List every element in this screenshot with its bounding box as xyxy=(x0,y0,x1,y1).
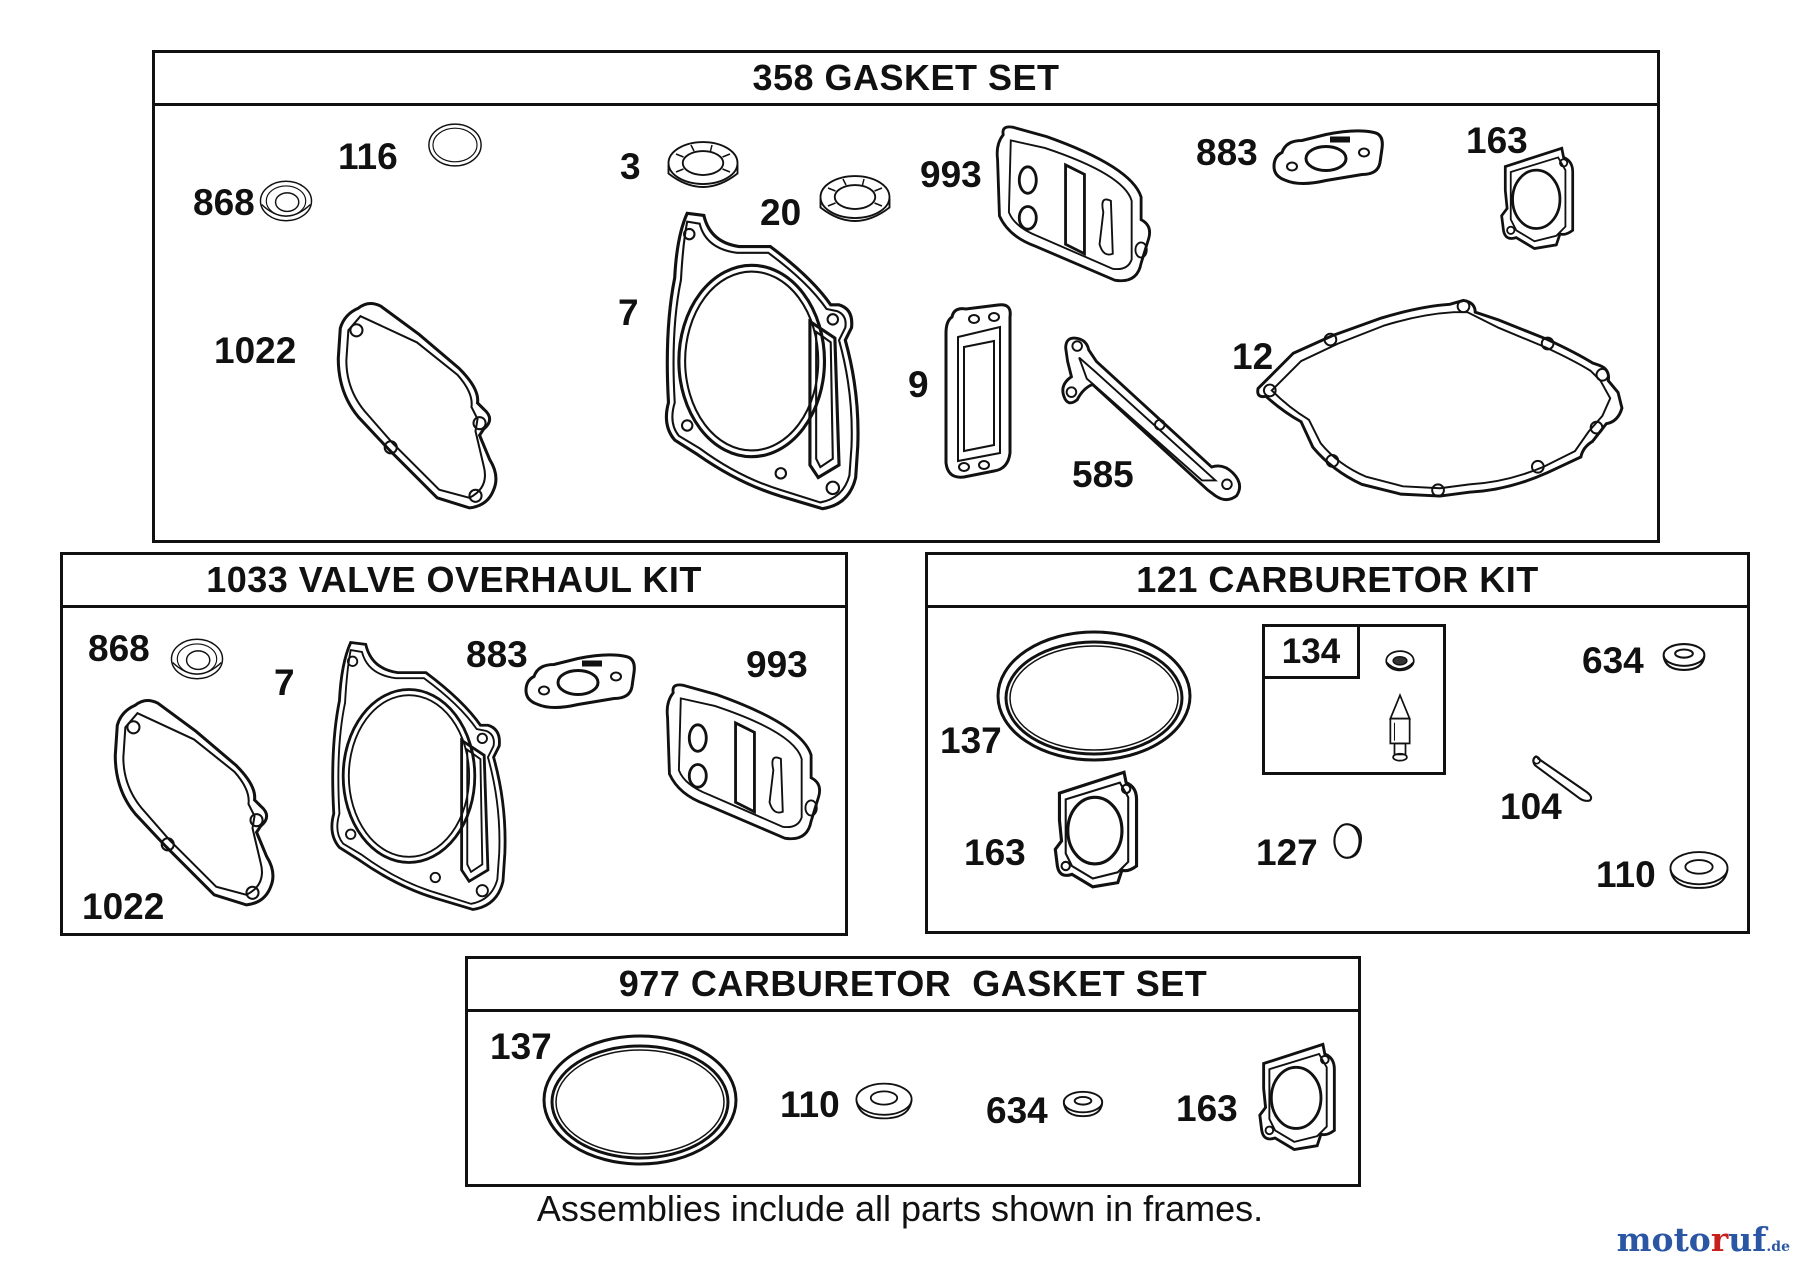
callout-7: 7 xyxy=(274,662,295,703)
frame-title-gasket-set: 358 GASKET SET xyxy=(155,53,1657,106)
callout-163: 163 xyxy=(1176,1088,1238,1129)
watermark-tld: .de xyxy=(1766,1239,1790,1255)
watermark-letters: r xyxy=(1710,1220,1729,1259)
part-1022-rocker-cover-icon xyxy=(318,298,520,520)
part-883-spacer-icon xyxy=(518,646,638,721)
callout-634: 634 xyxy=(986,1090,1048,1131)
callout-993: 993 xyxy=(746,644,808,685)
part-inlet-needle-icon xyxy=(1377,647,1423,771)
part-110-washer-icon xyxy=(852,1080,916,1122)
callout-1022: 1022 xyxy=(82,886,165,927)
part-883-spacer-icon xyxy=(1266,122,1386,197)
part-127-plug-icon xyxy=(1326,820,1368,862)
callout-104: 104 xyxy=(1500,786,1562,827)
callout-585: 585 xyxy=(1072,454,1134,495)
subframe-134-inlet-needle-kit: 134 xyxy=(1262,624,1446,775)
part-993-breather-icon xyxy=(660,672,830,857)
frame-gasket-set: 358 GASKET SET xyxy=(152,50,1660,543)
callout-634: 634 xyxy=(1582,640,1644,681)
callout-883: 883 xyxy=(466,634,528,675)
watermark-name: motoruf xyxy=(1617,1220,1767,1259)
callout-110: 110 xyxy=(1596,854,1656,895)
part-7-head-gasket-icon xyxy=(650,205,870,517)
watermark-logo: motoruf.de xyxy=(1617,1220,1790,1259)
part-868-seal-icon xyxy=(245,172,327,230)
part-137-oring-icon xyxy=(994,626,1194,766)
part-3-seal-icon xyxy=(660,136,746,196)
frame-title-carburetor-kit: 121 CARBURETOR KIT xyxy=(928,555,1747,608)
frame-title-valve-overhaul-kit: 1033 VALVE OVERHAUL KIT xyxy=(63,555,845,608)
watermark-letters: moto xyxy=(1616,1220,1711,1259)
part-1022-rocker-cover-icon xyxy=(88,695,304,917)
part-7-head-gasket-icon xyxy=(314,635,519,917)
callout-137: 137 xyxy=(940,720,1002,761)
callout-9: 9 xyxy=(908,364,929,405)
part-634-washer-icon xyxy=(1060,1088,1106,1120)
callout-883: 883 xyxy=(1196,132,1258,173)
part-868-seal-icon xyxy=(162,630,232,688)
callout-20: 20 xyxy=(760,192,802,233)
callout-116: 116 xyxy=(338,136,398,177)
callout-868: 868 xyxy=(193,182,255,223)
frame-title-carburetor-gasket-set: 977 CARBURETOR GASKET SET xyxy=(468,959,1358,1012)
callout-127: 127 xyxy=(1256,832,1318,873)
part-634-washer-icon xyxy=(1660,640,1708,674)
part-993-breather-icon xyxy=(990,114,1160,299)
callout-137: 137 xyxy=(490,1026,552,1067)
part-163-carb-gasket-icon xyxy=(1050,766,1146,891)
part-163-carb-gasket-icon xyxy=(1256,1034,1342,1158)
part-12-crankcase-gasket-icon xyxy=(1250,275,1630,500)
part-137-oring-icon xyxy=(540,1030,740,1170)
callout-12: 12 xyxy=(1232,336,1274,377)
frame-carburetor-gasket-set: 977 CARBURETOR GASKET SET xyxy=(465,956,1361,1187)
frame-carburetor-kit: 121 CARBURETOR KIT xyxy=(925,552,1750,934)
callout-163: 163 xyxy=(1466,120,1528,161)
watermark-letters: uf xyxy=(1728,1220,1767,1259)
subframe-label-134: 134 xyxy=(1265,627,1360,679)
part-9-valve-cover-icon xyxy=(938,298,1018,488)
callout-110: 110 xyxy=(780,1084,840,1125)
callout-3: 3 xyxy=(620,146,641,187)
callout-993: 993 xyxy=(920,154,982,195)
callout-163: 163 xyxy=(964,832,1026,873)
callout-7: 7 xyxy=(618,292,639,333)
callout-868: 868 xyxy=(88,628,150,669)
part-116-oring-icon xyxy=(425,116,485,174)
frame-valve-overhaul-kit: 1033 VALVE OVERHAUL KIT xyxy=(60,552,848,936)
part-110-washer-icon xyxy=(1668,848,1730,892)
callout-1022: 1022 xyxy=(214,330,297,371)
caption: Assemblies include all parts shown in fr… xyxy=(536,1188,1264,1229)
